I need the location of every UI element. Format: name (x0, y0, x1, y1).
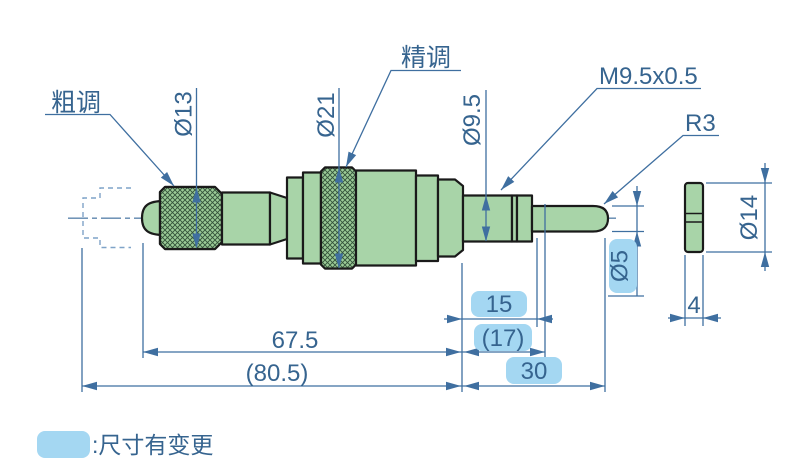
highlight-17 (474, 324, 532, 351)
dim-67-5: 67.5 (272, 327, 319, 354)
dia14-label: Ø14 (736, 195, 763, 240)
coarse-leader (45, 113, 175, 187)
fine-leader (345, 69, 461, 168)
end-cap (140, 199, 166, 237)
coarse-adjust-label: 粗调 (51, 89, 101, 117)
radius-leader (603, 134, 719, 205)
dim-15: 15 (486, 291, 513, 318)
dia21-label: Ø21 (313, 92, 340, 137)
dim-80-5: (80.5) (246, 360, 309, 387)
dim-17: (17) (482, 325, 525, 352)
legend: :尺寸有变更 (37, 431, 213, 458)
stem-ring (515, 194, 534, 243)
legend-note: :尺寸有变更 (92, 432, 213, 458)
main-cylinder (354, 169, 418, 267)
dim-30: 30 (521, 358, 548, 385)
dim-4: 4 (687, 292, 700, 319)
body-step2 (414, 174, 440, 263)
ring-step2 (301, 171, 323, 265)
coarse-knob-knurl (158, 185, 224, 251)
sleeve (220, 191, 272, 246)
fine-adjust-label: 精调 (401, 44, 451, 72)
highlight-15 (471, 291, 527, 317)
legend-highlight-swatch (37, 431, 90, 458)
tip-radius-label: R3 (685, 110, 716, 137)
highlight-30 (506, 357, 562, 384)
spindle (530, 204, 610, 233)
drawing-texts: 粗调 精调 M9.5x0.5 R3 Ø13 Ø21 Ø9.5 Ø14 Ø5 15… (51, 44, 763, 387)
highlight-dia5 (609, 239, 637, 293)
dia95-label: Ø9.5 (459, 94, 486, 146)
sleeve-taper (268, 191, 289, 246)
body-step3 (436, 178, 465, 258)
dia13-label: Ø13 (171, 91, 198, 136)
dia5-label: Ø5 (607, 250, 634, 282)
highlight-boxes (471, 239, 637, 384)
thread-spec-label: M9.5x0.5 (599, 63, 698, 90)
contact-disc (683, 181, 705, 254)
dimension-lines (45, 69, 772, 392)
thread-leader (500, 87, 701, 191)
ring-step1 (285, 176, 305, 260)
